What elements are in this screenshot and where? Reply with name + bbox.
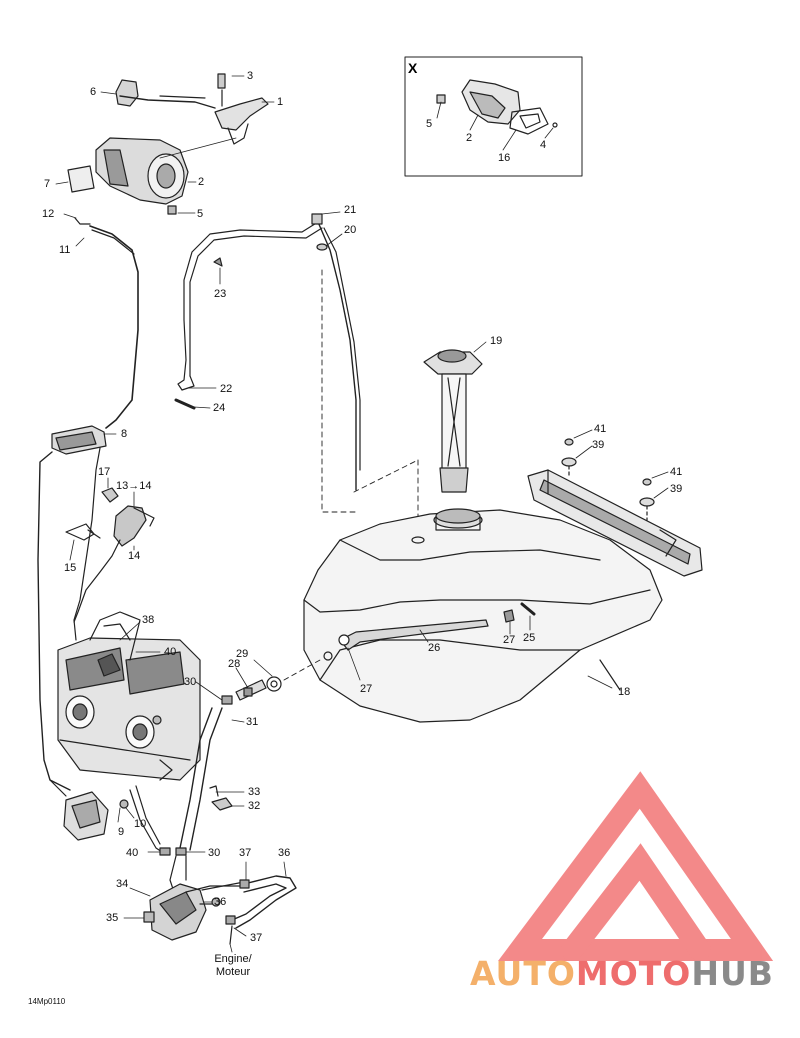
- callout-40-hose: 40: [126, 847, 139, 859]
- callout-34: 34: [116, 878, 129, 890]
- callout-35: 35: [106, 912, 119, 924]
- callout-14: 14: [128, 550, 141, 562]
- callout-30-top: 30: [184, 676, 197, 688]
- callout-33: 33: [248, 786, 261, 798]
- callout-1: 1: [277, 96, 284, 108]
- engine-label-line2: Moteur: [215, 966, 251, 978]
- callout-31: 31: [246, 716, 259, 728]
- watermark-part-auto: AUTO: [470, 954, 576, 993]
- callout-6: 6: [90, 86, 97, 98]
- clip-32-33: [209, 785, 233, 811]
- tank-bracket: [527, 438, 703, 577]
- callout-inset-16: 16: [498, 152, 511, 164]
- throttle-cable: [37, 217, 139, 791]
- callout-23: 23: [214, 288, 227, 300]
- callout-26: 26: [428, 642, 441, 654]
- callout-13-14: 13→14: [116, 480, 152, 492]
- callout-38: 38: [142, 614, 155, 626]
- callout-40-carb: 40: [164, 646, 177, 658]
- callout-22: 22: [220, 383, 233, 395]
- watermark-part-hub: HUB: [691, 954, 774, 993]
- fuel-tank: [303, 508, 663, 723]
- sensor-connector-group: [65, 487, 155, 623]
- carburetor-assembly: [57, 611, 201, 781]
- callout-10: 10: [134, 818, 147, 830]
- fuel-filter-bracket: [49, 779, 129, 841]
- callout-11: 11: [59, 244, 71, 256]
- callout-18: 18: [618, 686, 631, 698]
- callout-inset-2: 2: [466, 132, 473, 144]
- pump-to-engine-hose: [225, 875, 297, 945]
- inset-box: [404, 56, 583, 177]
- callout-9: 9: [118, 826, 125, 838]
- callout-27-tank: 27: [360, 683, 373, 695]
- callout-8: 8: [121, 428, 128, 440]
- callout-5: 5: [197, 208, 204, 220]
- fuel-pickup-tube: [338, 602, 536, 651]
- callout-37-top: 37: [239, 847, 252, 859]
- callout-36-pump: 36: [214, 896, 227, 908]
- engine-label: Engine/ Moteur: [205, 953, 261, 979]
- fuel-pump: [143, 881, 245, 941]
- engine-label-line1: Engine/: [214, 953, 252, 965]
- vent-tube: [174, 213, 361, 513]
- callout-39-left: 39: [592, 439, 605, 451]
- callout-inset-5: 5: [426, 118, 433, 130]
- watermark-logo-mark: [498, 771, 774, 961]
- callout-32: 32: [248, 800, 261, 812]
- reference-code: 14Mp0110: [28, 997, 66, 1006]
- inset-letter: X: [408, 60, 418, 76]
- callout-24: 24: [213, 402, 226, 414]
- callout-12: 12: [42, 208, 55, 220]
- callout-30-bottom: 30: [208, 847, 221, 859]
- callout-41-right: 41: [670, 466, 683, 478]
- callout-28: 28: [228, 658, 241, 670]
- callout-15: 15: [64, 562, 77, 574]
- watermark-part-moto: MOTO: [575, 954, 692, 993]
- watermark-text: AUTOMOTOHUB: [470, 954, 774, 993]
- callout-27-tube: 27: [503, 634, 516, 646]
- tank-outlet-fitting: [235, 659, 321, 701]
- callout-20: 20: [344, 224, 357, 236]
- inset-throttle-housing: [436, 79, 558, 135]
- callout-37-bottom: 37: [250, 932, 263, 944]
- callout-25: 25: [523, 632, 536, 644]
- callout-21: 21: [344, 204, 357, 216]
- callout-19: 19: [490, 335, 503, 347]
- callout-39-right: 39: [670, 483, 683, 495]
- callout-36-hose: 36: [278, 847, 291, 859]
- callout-29: 29: [236, 648, 249, 660]
- callout-inset-4: 4: [540, 139, 547, 151]
- callout-3: 3: [247, 70, 254, 82]
- fuel-hoses: [129, 695, 233, 893]
- throttle-housing-assembly: [67, 73, 269, 215]
- callout-41-left: 41: [594, 423, 607, 435]
- callout-2: 2: [198, 176, 205, 188]
- callout-17: 17: [98, 466, 111, 478]
- callout-7: 7: [44, 178, 51, 190]
